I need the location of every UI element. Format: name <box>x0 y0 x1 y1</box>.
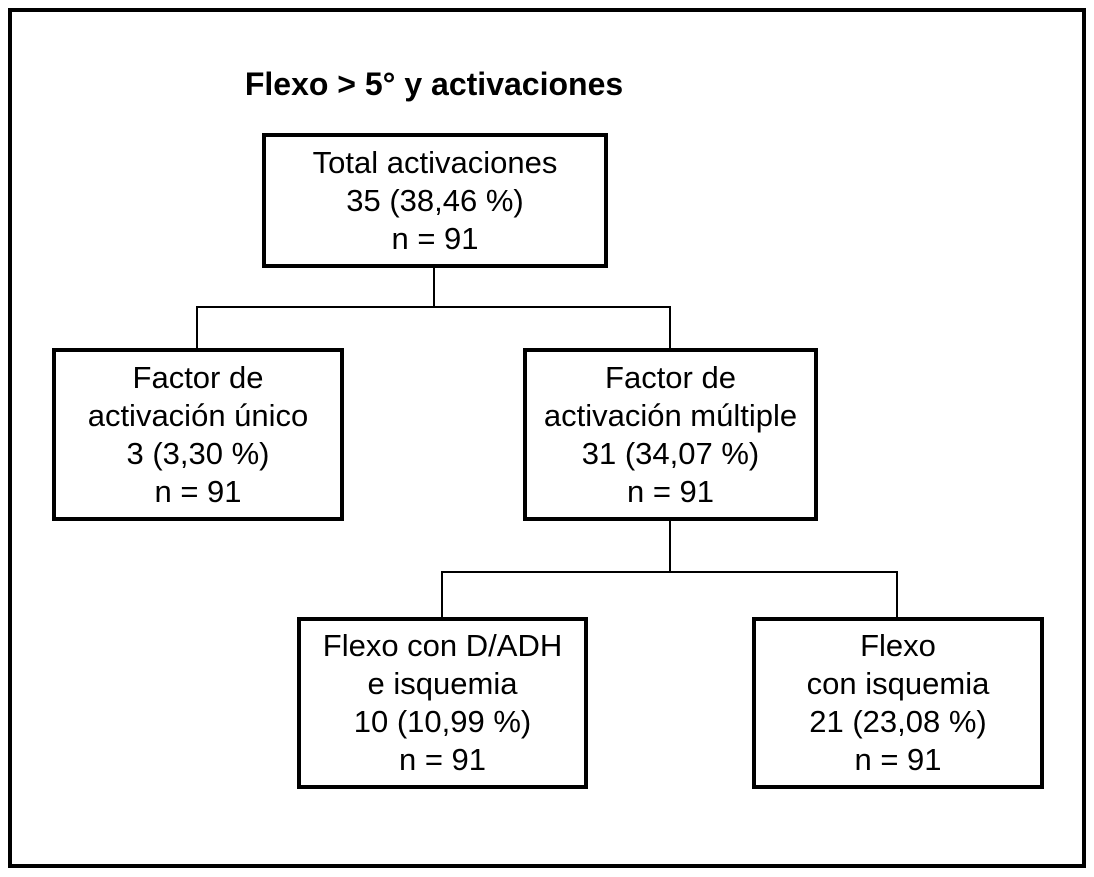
node-factor-activacion-multiple: Factor de activación múltiple 31 (34,07 … <box>523 348 818 521</box>
node-line: Total activaciones <box>312 144 558 180</box>
connector-isquemia-stem <box>896 571 898 617</box>
node-line: 3 (3,30 %) <box>126 435 270 471</box>
node-line: Factor de <box>132 359 264 395</box>
node-factor-activacion-unico: Factor de activación único 3 (3,30 %) n … <box>52 348 344 521</box>
connector-multiple-stem <box>669 306 671 348</box>
diagram-title: Flexo > 5° y activaciones <box>244 66 624 102</box>
node-line: Flexo con D/ADH <box>322 628 563 663</box>
node-line: n = 91 <box>398 742 487 777</box>
node-total-activaciones: Total activaciones 35 (38,46 %) n = 91 <box>262 133 608 268</box>
connector-unico-stem <box>196 306 198 348</box>
node-line: n = 91 <box>154 473 242 509</box>
node-line: 10 (10,99 %) <box>353 704 532 739</box>
node-line: Flexo <box>860 628 936 663</box>
connector-total-stem <box>433 267 435 308</box>
node-line: con isquemia <box>806 666 990 701</box>
node-line: 35 (38,46 %) <box>346 182 524 218</box>
node-line: n = 91 <box>854 742 942 777</box>
outer-frame <box>8 8 1086 868</box>
node-line: 21 (23,08 %) <box>809 704 987 739</box>
node-line: Factor de <box>605 359 736 395</box>
node-flexo-dadh-isquemia: Flexo con D/ADH e isquemia 10 (10,99 %) … <box>297 617 588 789</box>
node-line: activación único <box>87 397 309 433</box>
connector-dadh-stem <box>441 571 443 617</box>
connector-level2-horizontal <box>196 306 671 308</box>
connector-multiple-down-stem <box>669 521 671 573</box>
node-flexo-con-isquemia: Flexo con isquemia 21 (23,08 %) n = 91 <box>752 617 1044 789</box>
node-line: n = 91 <box>626 473 715 509</box>
node-line: e isquemia <box>367 666 518 701</box>
node-line: n = 91 <box>391 220 479 256</box>
node-line: activación múltiple <box>543 397 798 433</box>
connector-level3-horizontal <box>441 571 898 573</box>
node-line: 31 (34,07 %) <box>581 435 760 471</box>
